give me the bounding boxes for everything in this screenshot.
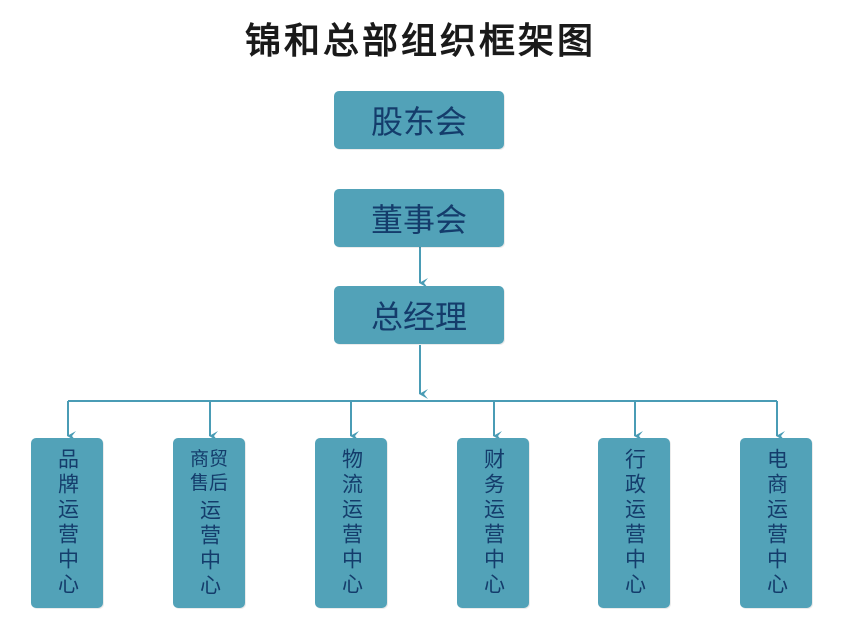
node-general-manager: 总经理 xyxy=(334,286,504,344)
node-shareholders: 股东会 xyxy=(334,91,504,149)
dept-label-line2: 售后 xyxy=(189,472,228,494)
dept-label-rest: 运营中心 xyxy=(197,499,222,599)
dept-ecommerce-operations: 电商运营中心 xyxy=(740,438,812,608)
dept-finance-operations: 财务运营中心 xyxy=(457,438,529,608)
dept-trade-aftersales: 商贸 售后 运营中心 xyxy=(173,438,245,608)
node-board: 董事会 xyxy=(334,189,504,247)
dept-admin-operations: 行政运营中心 xyxy=(598,438,670,608)
diagram-title: 锦和总部组织框架图 xyxy=(244,21,596,62)
dept-logistics-operations: 物流运营中心 xyxy=(315,438,387,608)
dept-label-line1: 商贸 xyxy=(189,448,228,470)
dept-brand-operations: 品牌运营中心 xyxy=(31,438,103,608)
